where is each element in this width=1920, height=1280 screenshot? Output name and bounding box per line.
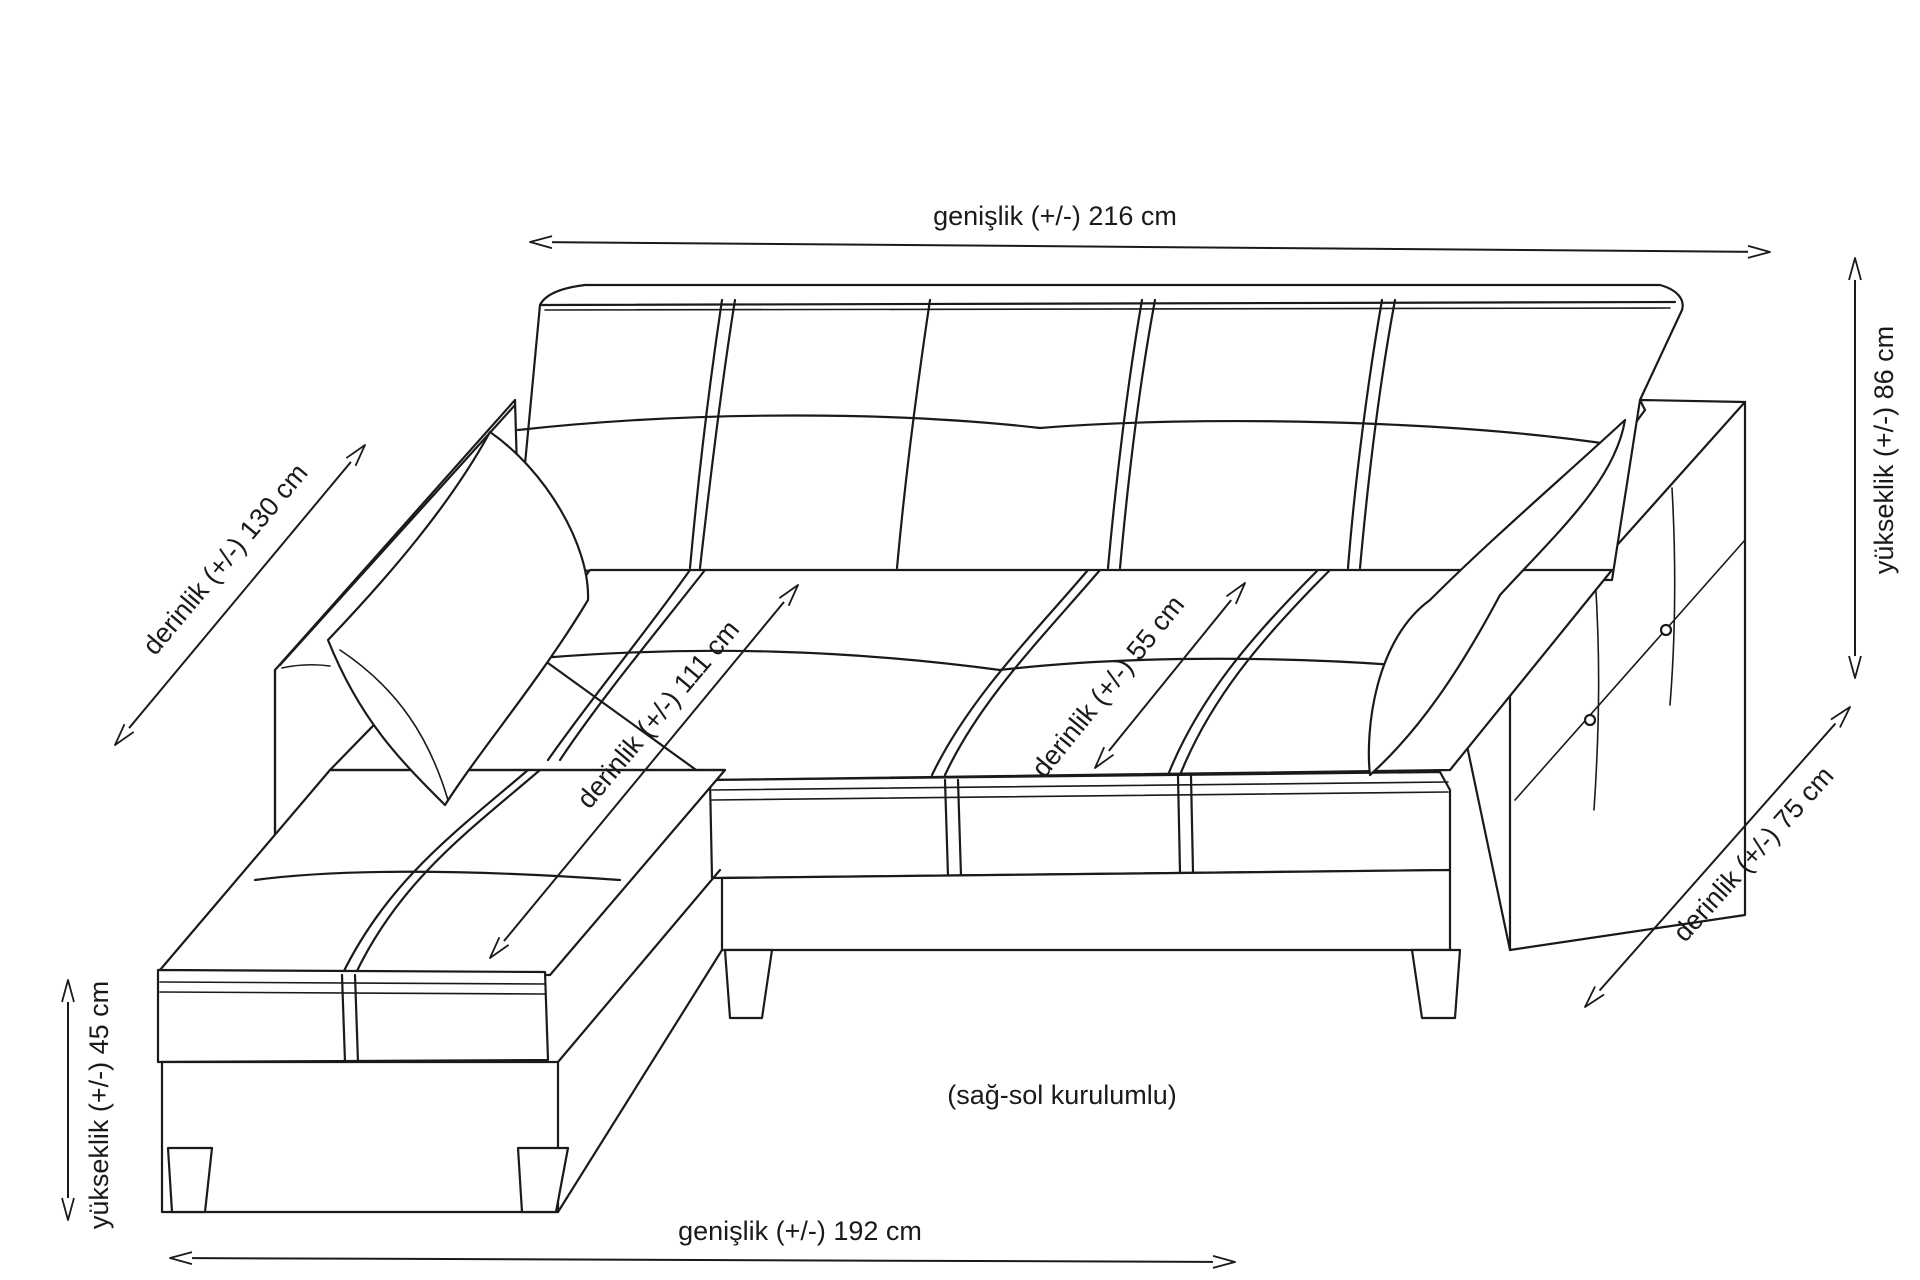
chaise (156, 768, 727, 1214)
backrest (513, 283, 1684, 582)
leg-front-left (723, 948, 774, 1020)
main-base (720, 868, 1462, 1020)
button-tuft-bottom (1583, 713, 1597, 727)
pillow-right (1367, 418, 1627, 777)
depth-seat-arrow (1094, 582, 1246, 769)
height-seat-label: yükseklik (+/-) 45 cm (84, 981, 114, 1229)
width-bottom-label: genişlik (+/-) 192 cm (678, 1216, 922, 1246)
width-bottom-arrow (169, 1251, 1236, 1269)
depth-side-arrow (1584, 706, 1851, 1008)
depth-total-arrow (114, 444, 366, 746)
height-back-label: yükseklik (+/-) 86 cm (1869, 326, 1899, 574)
dimension-lines (61, 235, 1862, 1269)
pillow-left (326, 430, 590, 807)
sofa-drawing (156, 283, 1747, 1214)
pillows (326, 418, 1627, 807)
button-tuft-top (1659, 623, 1673, 637)
leg-front-right (1410, 948, 1462, 1020)
main-seat (528, 568, 1614, 880)
installation-note: (sağ-sol kurulumlu) (947, 1080, 1177, 1110)
width-top-arrow (529, 235, 1771, 259)
width-top-label: genişlik (+/-) 216 cm (933, 201, 1177, 231)
depth-chaise-arrow (489, 584, 799, 959)
leg-chaise-right (516, 1146, 570, 1214)
leg-chaise-left (166, 1146, 214, 1214)
depth-total-label: derinlik (+/-) 130 cm (137, 458, 314, 661)
